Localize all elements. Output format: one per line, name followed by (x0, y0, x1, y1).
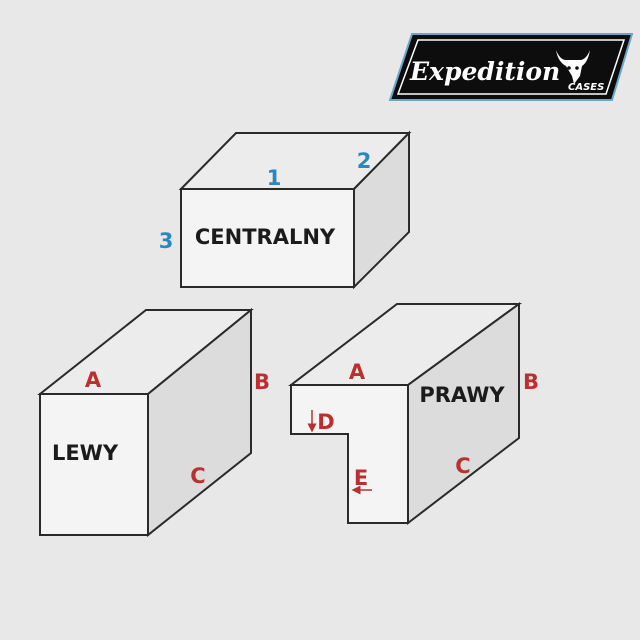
central-box: CENTRALNY 1 2 3 (159, 130, 412, 290)
central-box-label: CENTRALNY (195, 225, 336, 249)
expedition-cases-logo: Expedition CASES (388, 33, 634, 101)
left-box-front-face (39, 393, 149, 536)
central-box-front-face (180, 188, 355, 288)
right-box: PRAWY A B C D E (288, 302, 539, 526)
right-marker-a: A (349, 360, 366, 384)
left-box: LEWY A B C (37, 307, 270, 538)
right-marker-b: B (523, 370, 539, 394)
left-box-label: LEWY (52, 441, 119, 465)
right-marker-e: E (354, 466, 368, 490)
right-marker-c: C (455, 454, 470, 478)
right-box-label: PRAWY (419, 383, 505, 407)
left-marker-a: A (85, 368, 102, 392)
left-marker-c: C (190, 464, 205, 488)
right-box-front-face (290, 384, 409, 524)
central-marker-1: 1 (267, 166, 282, 190)
right-marker-d: D (317, 410, 334, 434)
left-marker-b: B (254, 370, 270, 394)
logo-brand-text: Expedition (409, 57, 560, 86)
logo-inner-border (396, 39, 626, 95)
logo-sub-text: CASES (568, 82, 604, 93)
central-marker-3: 3 (159, 229, 174, 253)
bull-skull-icon (556, 50, 590, 84)
central-marker-2: 2 (357, 149, 372, 173)
logo-plate (388, 33, 634, 101)
